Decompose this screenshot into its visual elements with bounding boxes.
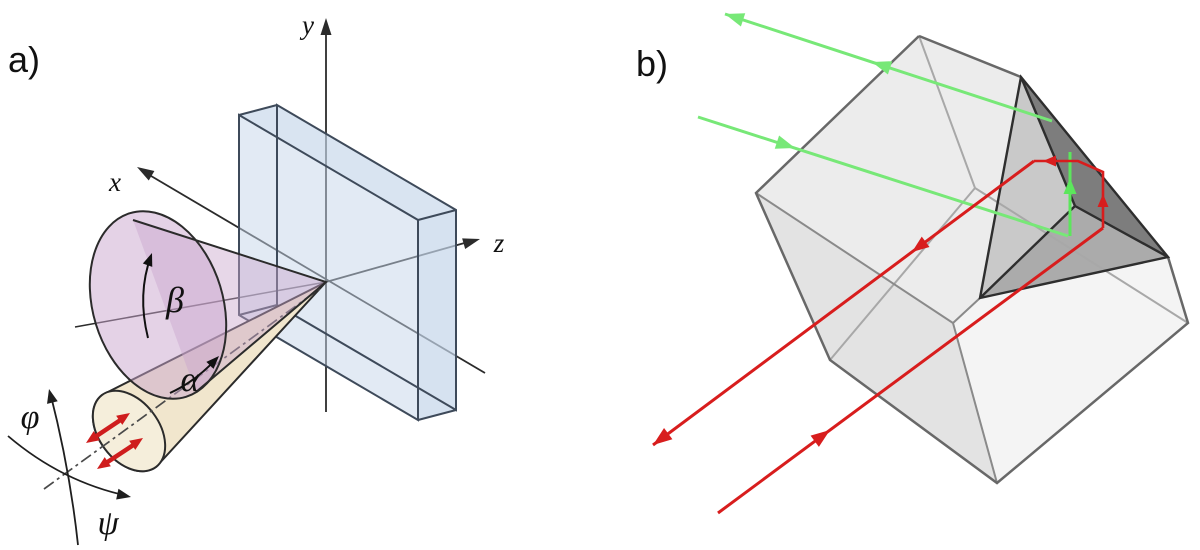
polarization-arrowhead-icon: [129, 438, 143, 450]
red-arrowhead-icon: [653, 428, 673, 445]
cone-base-ellipse: [88, 210, 228, 400]
panel-b-label: b): [636, 43, 668, 84]
cube-hidden-edges: [829, 35, 1189, 361]
alpha-arrowhead-icon: [206, 356, 219, 369]
green-arrowhead-icon: [872, 61, 893, 75]
tilt-angle-frame: [7, 389, 131, 546]
psi-arrowhead-icon: [116, 488, 131, 500]
red-arrowhead-icon: [1097, 194, 1109, 207]
corner-reflector-edges: [978, 74, 1171, 300]
cube-front-edges: [755, 192, 998, 484]
alpha-label: α: [181, 359, 201, 399]
polarization-arrowhead-icon: [86, 431, 100, 443]
angle-arrows: [142, 253, 219, 394]
corner-face-bottom: [980, 206, 1168, 298]
beam-end-face: [91, 389, 167, 473]
polarization-arrowheads: [86, 413, 143, 469]
y-axis-arrowhead-icon: [320, 18, 332, 35]
green-arrowhead-icon: [1063, 178, 1077, 194]
polarization-arrows: [86, 413, 143, 469]
y-axis-label: y: [299, 10, 314, 40]
cube-silhouette-edges: [754, 34, 1190, 485]
slab-edges: [238, 103, 457, 422]
panel-a-beam-geometry: a) x y z β α φ ψ: [7, 10, 505, 546]
polarization-arrowhead-icon: [116, 413, 130, 425]
z-axis-arrowhead-icon: [462, 238, 480, 249]
green-ray-reflection: [1063, 152, 1077, 236]
slab-front-face: [239, 115, 418, 420]
red-arrowhead-icon: [1043, 155, 1056, 167]
glass-slab-faces: [239, 105, 456, 420]
phi-arrowhead-icon: [47, 389, 58, 404]
corner-face-left: [980, 77, 1075, 298]
cube-bottom-left-face: [756, 193, 997, 483]
green-arrowhead-icon: [774, 135, 795, 149]
cone-outline: [132, 219, 329, 393]
green-ray-incoming: [697, 115, 1069, 238]
green-ray-arrowheads: [697, 12, 1069, 238]
polarization-vector-2: [101, 440, 140, 467]
red-ray-incoming: [717, 226, 1104, 515]
red-ray-arrowheads: [652, 155, 1109, 515]
red-ray: [652, 155, 1109, 515]
green-arrowhead-icon: [725, 13, 746, 27]
phi-curve: [49, 391, 79, 546]
green-ray: [697, 12, 1077, 238]
beta-label: β: [165, 280, 184, 320]
x-axis-label: x: [108, 167, 121, 197]
beta-arrowhead-icon: [142, 253, 153, 267]
red-arrowhead-icon: [912, 236, 930, 252]
slab-top-face: [239, 105, 456, 220]
glass-slab: [238, 103, 457, 422]
polarization-arrowhead-icon: [97, 457, 111, 469]
z-axis-label: z: [493, 228, 505, 258]
panel-a-label: a): [8, 39, 40, 80]
axis-arrowheads: [137, 18, 480, 249]
angle-cone: [88, 210, 329, 400]
red-ray-outgoing: [652, 159, 1035, 447]
x-axis-arrowhead-icon: [137, 167, 155, 181]
panel-b-corner-cube: b): [636, 12, 1190, 515]
psi-curve: [7, 435, 129, 497]
psi-label: ψ: [97, 505, 119, 542]
phi-label: φ: [21, 399, 40, 436]
slab-right-face: [418, 210, 456, 420]
red-arrowhead-icon: [810, 430, 830, 447]
cube-right-face: [953, 257, 1188, 483]
